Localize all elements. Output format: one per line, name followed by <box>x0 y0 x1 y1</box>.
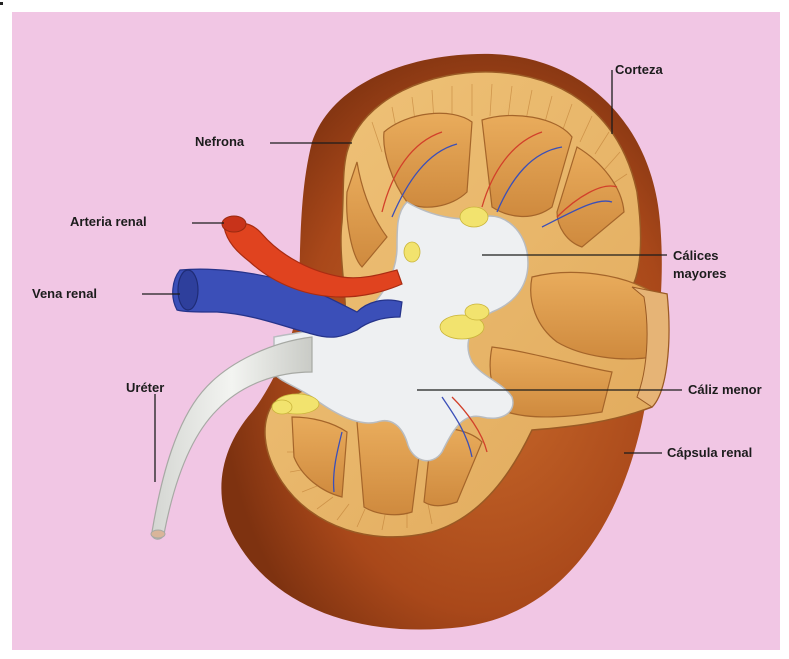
renal-artery-lumen <box>222 216 246 232</box>
diagram-panel: Corteza Nefrona Arteria renal Vena renal… <box>12 12 780 650</box>
label-vena-renal: Vena renal <box>32 286 97 302</box>
renal-vein-lumen <box>178 270 198 310</box>
label-calices-mayores: Cálices mayores <box>673 247 753 283</box>
label-corteza: Corteza <box>615 62 663 78</box>
label-capsula-renal: Cápsula renal <box>667 445 752 461</box>
label-nefrona: Nefrona <box>195 134 244 150</box>
label-caliz-menor: Cáliz menor <box>688 382 762 398</box>
label-ureter: Uréter <box>126 380 164 396</box>
corner-dot <box>0 2 3 5</box>
kidney-illustration <box>12 12 780 650</box>
label-arteria-renal: Arteria renal <box>70 214 147 230</box>
ureter-opening <box>151 530 165 538</box>
